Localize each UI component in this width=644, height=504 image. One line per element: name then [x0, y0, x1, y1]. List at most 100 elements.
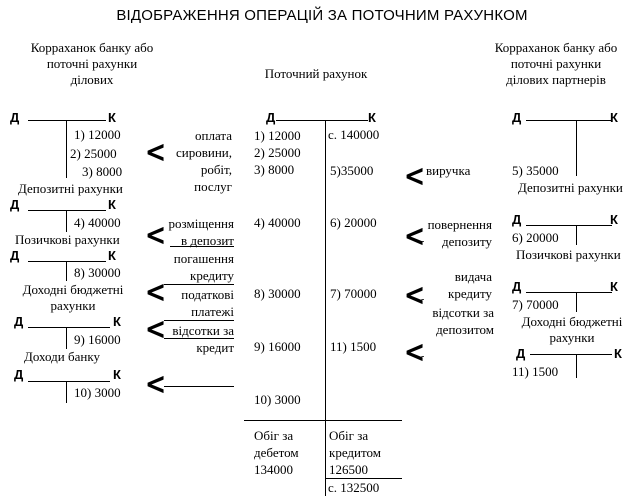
- t-account-debit-label: Д: [516, 346, 526, 361]
- entry: 3) 8000: [82, 164, 123, 179]
- entry: 1) 12000: [74, 127, 121, 142]
- entry: 5)35000: [330, 163, 374, 178]
- dash-mark: -: [421, 294, 425, 305]
- arrow-left-icon: <: [144, 367, 167, 402]
- dash-mark: -: [421, 351, 425, 362]
- entry: 8) 30000: [254, 286, 301, 301]
- t-account-top-line: [28, 327, 110, 328]
- entry: 4) 40000: [254, 215, 301, 230]
- t-account-credit-label: К: [113, 367, 121, 382]
- current-account-divider: [325, 120, 326, 496]
- t-account-credit-label: К: [113, 314, 121, 329]
- current-account-top-line: [276, 120, 368, 121]
- t-account-top-line: [530, 354, 612, 355]
- t-account-debit-label: Д: [512, 110, 522, 125]
- entry: 7) 70000: [330, 286, 377, 301]
- t-account-credit-label: К: [610, 212, 618, 227]
- t-account-top-line: [28, 120, 106, 121]
- current-account-debit-label: Д: [266, 110, 276, 125]
- account-name: Депозитні рахунки: [18, 181, 123, 196]
- account-name: Позичкові рахунки: [15, 232, 120, 247]
- t-account-credit-label: К: [108, 110, 116, 125]
- t-account-debit-label: Д: [14, 314, 24, 329]
- page-title: ВІДОБРАЖЕННЯ ОПЕРАЦІЙ ЗА ПОТОЧНИМ РАХУНК…: [116, 7, 528, 24]
- entry: 6) 20000: [330, 215, 377, 230]
- entry: 9) 16000: [254, 339, 301, 354]
- t-account-credit-label: К: [614, 346, 622, 361]
- t-account-debit-label: Д: [10, 248, 20, 263]
- t-account-debit-label: Д: [14, 367, 24, 382]
- arrow-left-icon: <: [144, 312, 167, 347]
- entry: 11) 1500: [512, 364, 559, 379]
- t-account-debit-label: Д: [10, 197, 20, 212]
- arrow-left-icon: <: [144, 275, 167, 310]
- turnover-line: [244, 420, 402, 421]
- closing-line: [326, 478, 402, 479]
- dash-mark: -: [421, 236, 425, 247]
- account-name: Депозитні рахунки: [518, 180, 623, 195]
- t-account-debit-label: Д: [10, 110, 20, 125]
- t-account-credit-label: К: [610, 110, 618, 125]
- center-header: Поточний рахунок: [264, 66, 368, 81]
- t-account-top-line: [28, 381, 110, 382]
- t-account-top-line: [526, 225, 612, 226]
- arrow-left-icon: <: [403, 159, 426, 194]
- entry: 4) 40000: [74, 215, 121, 230]
- arrow-left-icon: <: [144, 218, 167, 253]
- t-account-divider: [576, 225, 577, 245]
- current-account-credit-label: К: [368, 110, 376, 125]
- entry: 2) 25000: [254, 145, 301, 160]
- underline: [164, 320, 234, 321]
- debit-entries-group-1: 1) 12000 2) 25000 3) 8000: [254, 127, 301, 178]
- underline: [164, 338, 234, 339]
- account-name: Доходи банку: [24, 349, 100, 364]
- arrow-left-icon: <: [144, 135, 167, 170]
- entry: 1) 12000: [254, 128, 301, 143]
- arrow-left-icon: <: [403, 278, 426, 313]
- t-account-debit-label: Д: [512, 279, 522, 294]
- t-account-top-line: [526, 292, 612, 293]
- entry: 10) 3000: [74, 385, 121, 400]
- underline: [164, 284, 234, 285]
- t-account-credit-label: К: [610, 279, 618, 294]
- entry: 5) 35000: [512, 163, 559, 178]
- t-account-divider: [66, 261, 67, 281]
- entry: 6) 20000: [512, 230, 559, 245]
- entry: 8) 30000: [74, 265, 121, 280]
- entry: 2) 25000: [70, 146, 117, 161]
- arrow-left-icon: <: [403, 219, 426, 254]
- entry: 9) 16000: [74, 332, 121, 347]
- note-revenue: виручка: [426, 163, 471, 178]
- t-account-top-line: [28, 210, 106, 211]
- entry: 7) 70000: [512, 297, 559, 312]
- t-account-divider: [576, 120, 577, 176]
- entry: 10) 3000: [254, 392, 301, 407]
- t-account-divider: [66, 120, 67, 178]
- underline: [164, 386, 234, 387]
- t-account-debit-label: Д: [512, 212, 522, 227]
- closing-balance: с. 132500: [328, 480, 380, 495]
- t-account-divider: [576, 354, 577, 378]
- arrow-left-icon: <: [403, 335, 426, 370]
- opening-balance: с. 140000: [328, 127, 380, 142]
- entry: 11) 1500: [330, 339, 377, 354]
- t-account-divider: [576, 292, 577, 312]
- t-account-divider: [66, 381, 67, 403]
- t-account-divider: [66, 210, 67, 232]
- t-account-divider: [66, 327, 67, 349]
- underline: [170, 246, 234, 247]
- entry: 3) 8000: [254, 162, 295, 177]
